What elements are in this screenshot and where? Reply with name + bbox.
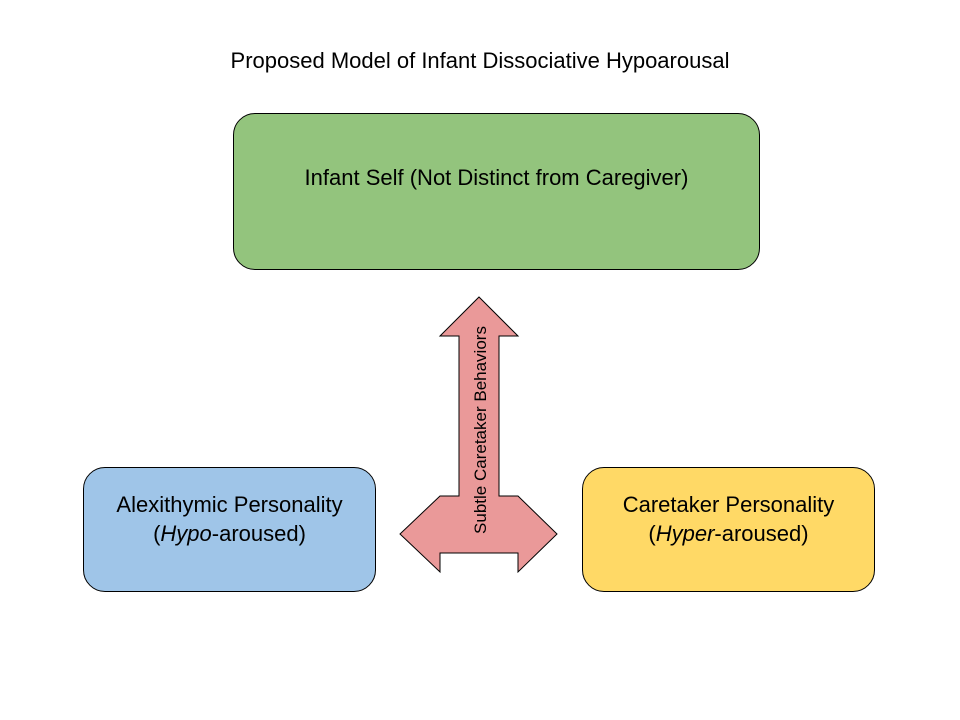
caretaker-title: Caretaker Personality	[622, 492, 835, 517]
alexithymic-emphasis: Hypo	[160, 521, 212, 546]
caretaker-personality-node: Caretaker Personality (Hyper-aroused)	[582, 467, 875, 592]
caretaker-emphasis: Hyper	[655, 521, 715, 546]
infant-self-node: Infant Self (Not Distinct from Caregiver…	[233, 113, 760, 270]
alexithymic-subtitle: (Hypo-aroused)	[84, 519, 375, 548]
connector-label: Subtle Caretaker Behaviors	[471, 326, 490, 534]
alexithymic-label: Alexithymic Personality (Hypo-aroused)	[84, 490, 375, 548]
caretaker-label: Caretaker Personality (Hyper-aroused)	[583, 490, 874, 548]
alexithymic-paren: (	[153, 521, 161, 546]
caretaker-suffix: -aroused)	[714, 521, 809, 546]
caretaker-subtitle: (Hyper-aroused)	[583, 519, 874, 548]
alexithymic-title: Alexithymic Personality	[116, 492, 343, 517]
diagram-title: Proposed Model of Infant Dissociative Hy…	[230, 48, 730, 73]
three-way-arrow-shape	[399, 296, 558, 574]
infant-self-label: Infant Self (Not Distinct from Caregiver…	[304, 165, 689, 190]
alexithymic-suffix: -aroused)	[211, 521, 306, 546]
caretaker-paren: (	[648, 521, 656, 546]
alexithymic-personality-node: Alexithymic Personality (Hypo-aroused)	[83, 467, 376, 592]
